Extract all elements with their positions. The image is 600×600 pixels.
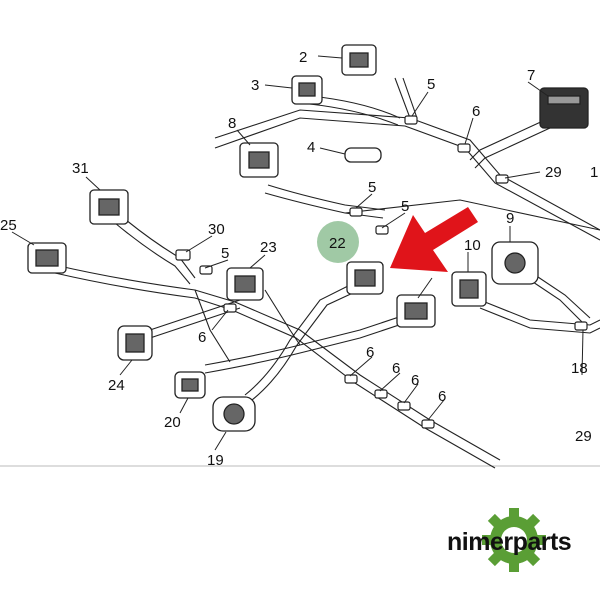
callout-20: 20: [164, 414, 181, 431]
connector-25: [27, 242, 67, 274]
connector-22: [346, 261, 384, 295]
connector-unlabeled: [396, 294, 436, 328]
callout-6: 6: [472, 103, 480, 120]
connector-7: [539, 87, 589, 129]
callout-5: 5: [368, 179, 376, 196]
gear-logo-icon: [482, 508, 546, 572]
callout-9: 9: [506, 210, 514, 227]
callout-31: 31: [72, 160, 89, 177]
callout-6: 6: [392, 360, 400, 377]
callout-6: 6: [411, 372, 419, 389]
callout-6: 6: [438, 388, 446, 405]
callout-8: 8: [228, 115, 236, 132]
callout-1: 1: [590, 164, 598, 181]
callout-23: 23: [260, 239, 277, 256]
callout-19: 19: [207, 452, 224, 469]
connector-8: [239, 142, 279, 178]
callout-10: 10: [464, 237, 481, 254]
callout-2: 2: [299, 49, 307, 66]
callout-29: 29: [545, 164, 562, 181]
connector-4: [344, 147, 382, 163]
red-arrow: [390, 207, 478, 272]
callout-24: 24: [108, 377, 125, 394]
callout-5: 5: [221, 245, 229, 262]
connector-2: [341, 44, 377, 76]
connector-20: [174, 371, 206, 399]
callout-25: 25: [0, 217, 17, 234]
connector-10: [451, 271, 487, 307]
callout-6: 6: [366, 344, 374, 361]
connector-19: [212, 396, 256, 432]
callout-4: 4: [307, 139, 315, 156]
connector-23: [226, 267, 264, 301]
highlight-circle-22: [317, 221, 359, 263]
callout-5: 5: [427, 76, 435, 93]
callout-6: 6: [198, 329, 206, 346]
connector-9: [491, 241, 539, 285]
leader-lines: [11, 55, 584, 451]
callout-5: 5: [401, 198, 409, 215]
connector-24: [117, 325, 153, 361]
callout-7: 7: [527, 67, 535, 84]
callout-18: 18: [571, 360, 588, 377]
callout-29: 29: [575, 428, 592, 445]
connector-3: [291, 75, 323, 105]
connector-31: [89, 189, 129, 225]
callout-3: 3: [251, 77, 259, 94]
brand-logo-text: nimerparts: [447, 528, 572, 556]
callout-labels: 2 3 5 7 6 4 8 29 1 31 5 5 25 30 22 9 5 2…: [0, 49, 598, 469]
callout-22: 22: [329, 235, 346, 252]
callout-30: 30: [208, 221, 225, 238]
